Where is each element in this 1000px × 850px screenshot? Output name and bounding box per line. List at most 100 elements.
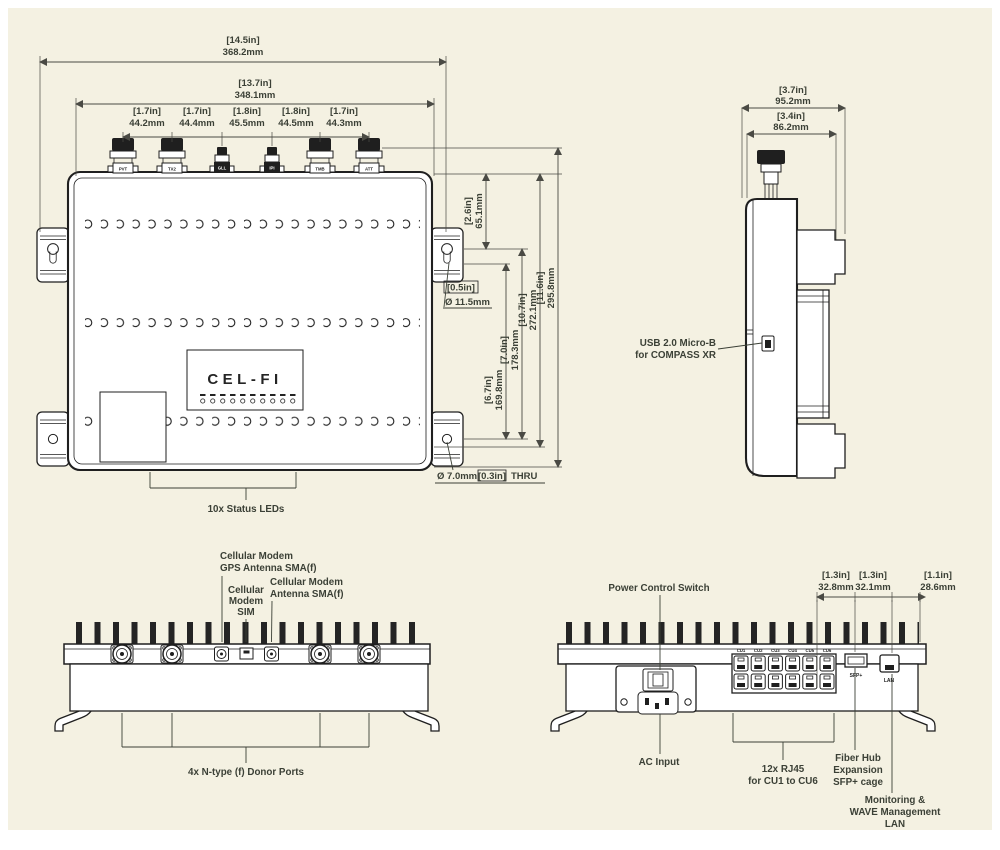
- top-view-fin-posts: [76, 622, 424, 644]
- sim-slot: [239, 647, 254, 660]
- rj45-label-line2: for CU1 to CU6: [748, 776, 818, 787]
- cu1-label: CU1: [737, 648, 746, 653]
- dim-spacing-3-in: [1.8in]: [233, 106, 261, 117]
- dim-v70-in: [7.0in]: [499, 336, 510, 364]
- donor-ports-label: 4x N-type (f) Donor Ports: [188, 767, 304, 778]
- dim-lan-in: [1.3in]: [859, 570, 887, 581]
- dim-spacing-2-in: [1.7in]: [183, 106, 211, 117]
- sfp-callout: Fiber Hub Expansion SFP+ cage: [833, 668, 883, 788]
- donor-port-3: [308, 644, 332, 664]
- port-code-1: PVT: [119, 167, 128, 172]
- status-leds-label: 10x Status LEDs: [208, 504, 285, 515]
- dim-v107-mm: 272.1mm: [528, 290, 539, 331]
- lan-label-line2: WAVE Management: [850, 807, 941, 818]
- donor-port-1: [110, 644, 134, 664]
- front-height-dimensions: [2.6in] 65.1mm [6.7in] 169.8mm [7.0in] 1…: [382, 147, 562, 468]
- usb-label-line2: for COMPASS XR: [635, 350, 716, 361]
- dim-spacing-5-mm: 44.3mm: [326, 118, 361, 129]
- side-view: [3.7in] 95.2mm [3.4in] 86.2mm: [635, 85, 846, 479]
- dim-lan-mm: 32.1mm: [855, 582, 890, 593]
- gps-label-line2: GPS Antenna SMA(f): [220, 563, 317, 574]
- thru-dia: Ø 7.0mm: [437, 471, 477, 482]
- front-gland-plate-outline: [99, 391, 167, 463]
- ac-input-label: AC Input: [639, 757, 681, 768]
- donor-port-4: [357, 644, 381, 664]
- dim-v70-mm: 178.3mm: [510, 330, 521, 371]
- sfp-cage: SFP+: [844, 653, 868, 679]
- lan-tag: LAN: [884, 678, 895, 684]
- front-enclosure-inner-line: [73, 177, 427, 465]
- rj45-block: CU1 CU2 CU3 CU4 CU5 CU6: [731, 648, 837, 694]
- power-switch: [642, 668, 674, 692]
- dim-v116-mm: 295.8mm: [546, 268, 557, 309]
- sfp-label-line3: SFP+ cage: [833, 777, 883, 788]
- ant-label-line1: Cellular Modem: [270, 577, 343, 588]
- dim-spacing-4-in: [1.8in]: [282, 106, 310, 117]
- side-dim-outer-in: [3.7in]: [779, 85, 807, 96]
- dim-inner-width-mm: 348.1mm: [235, 90, 276, 101]
- dim-spacing-3-mm: 45.5mm: [229, 118, 264, 129]
- lan-label-line1: Monitoring &: [865, 795, 925, 806]
- sim-label-line2: Modem: [229, 596, 264, 607]
- dim-v67-in: [6.7in]: [483, 376, 494, 404]
- cel-fi-logo: CEL-FI: [207, 371, 282, 388]
- gps-antenna-port: [214, 646, 229, 662]
- front-label-plate: CEL-FI: [186, 349, 304, 411]
- mount-tab-right-bottom: [430, 411, 464, 467]
- sfp-label-line2: Expansion: [833, 765, 883, 776]
- lan-port: LAN: [879, 654, 900, 684]
- dim-inner-width-in: [13.7in]: [238, 78, 271, 89]
- port-code-4: IPI: [269, 166, 274, 171]
- modem-antenna-port: [264, 646, 279, 662]
- dim-spacing-1-in: [1.7in]: [133, 106, 161, 117]
- sfp-label-line1: Fiber Hub: [835, 753, 881, 764]
- dim-v26-mm: 65.1mm: [474, 193, 485, 228]
- keyhole-mount-tab-left-top: [36, 227, 70, 283]
- dim-sfp-mm: 32.8mm: [818, 582, 853, 593]
- thru-in: [0.3in]: [478, 471, 506, 482]
- side-dim-outer-mm: 95.2mm: [775, 96, 810, 107]
- dim-edge-in: [1.1in]: [924, 570, 952, 581]
- power-module: [615, 665, 697, 715]
- keyhole-in: [0.5in]: [447, 283, 475, 294]
- cu5-label: CU5: [805, 648, 814, 653]
- front-width-dimensions: [14.5in] 368.2mm [13.7in] 348.1mm [1.7in…: [39, 35, 447, 232]
- donor-ports-callout: 4x N-type (f) Donor Ports: [121, 713, 370, 778]
- status-led-callout: 10x Status LEDs: [149, 472, 297, 515]
- dim-overall-width-in: [14.5in]: [226, 35, 259, 46]
- port-code-2: TX2: [168, 167, 176, 172]
- dim-sfp-in: [1.3in]: [822, 570, 850, 581]
- dim-v67-mm: 169.8mm: [494, 370, 505, 411]
- bottom-view: CU1 CU2 CU3 CU4 CU5 CU6 SFP+ LAN [1.3in]: [550, 570, 956, 830]
- usb-label-line1: USB 2.0 Micro-B: [640, 338, 716, 349]
- side-mount-clip-bottom: [796, 423, 846, 479]
- dim-spacing-5-in: [1.7in]: [330, 106, 358, 117]
- thru-suffix: THRU: [511, 471, 538, 482]
- dim-v26-in: [2.6in]: [463, 197, 474, 225]
- side-dim-inner-mm: 86.2mm: [773, 122, 808, 133]
- port-code-6: ATT: [365, 167, 373, 172]
- cu4-label: CU4: [788, 648, 797, 653]
- dim-overall-width-mm: 368.2mm: [223, 47, 264, 58]
- port-code-5: TMB: [315, 167, 324, 172]
- lan-callout: Monitoring & WAVE Management LAN: [850, 674, 941, 830]
- dim-v116-in: [11.6in]: [535, 272, 546, 305]
- lan-label-line3: LAN: [885, 819, 905, 830]
- dim-v107-in: [10.7in]: [517, 293, 528, 326]
- sim-label-line3: SIM: [237, 607, 254, 618]
- side-top-connector: [757, 150, 785, 200]
- power-switch-label: Power Control Switch: [608, 583, 709, 594]
- rj45-callout: 12x RJ45 for CU1 to CU6: [732, 713, 835, 787]
- port-code-3: GLL: [218, 166, 227, 171]
- bottom-view-fin-posts: [566, 622, 919, 644]
- sfp-tag: SFP+: [850, 673, 863, 679]
- cu6-label: CU6: [823, 648, 832, 653]
- sim-label-line1: Cellular: [228, 585, 264, 596]
- front-view: CEL-FI PVT TX2: [36, 35, 562, 515]
- gps-label-line1: Cellular Modem: [220, 551, 293, 562]
- side-dim-inner-in: [3.4in]: [777, 111, 805, 122]
- keyhole-mount-tab-right-top: [430, 227, 464, 283]
- ant-label-line2: Antenna SMA(f): [270, 589, 343, 600]
- donor-port-2: [160, 644, 184, 664]
- cu2-label: CU2: [754, 648, 763, 653]
